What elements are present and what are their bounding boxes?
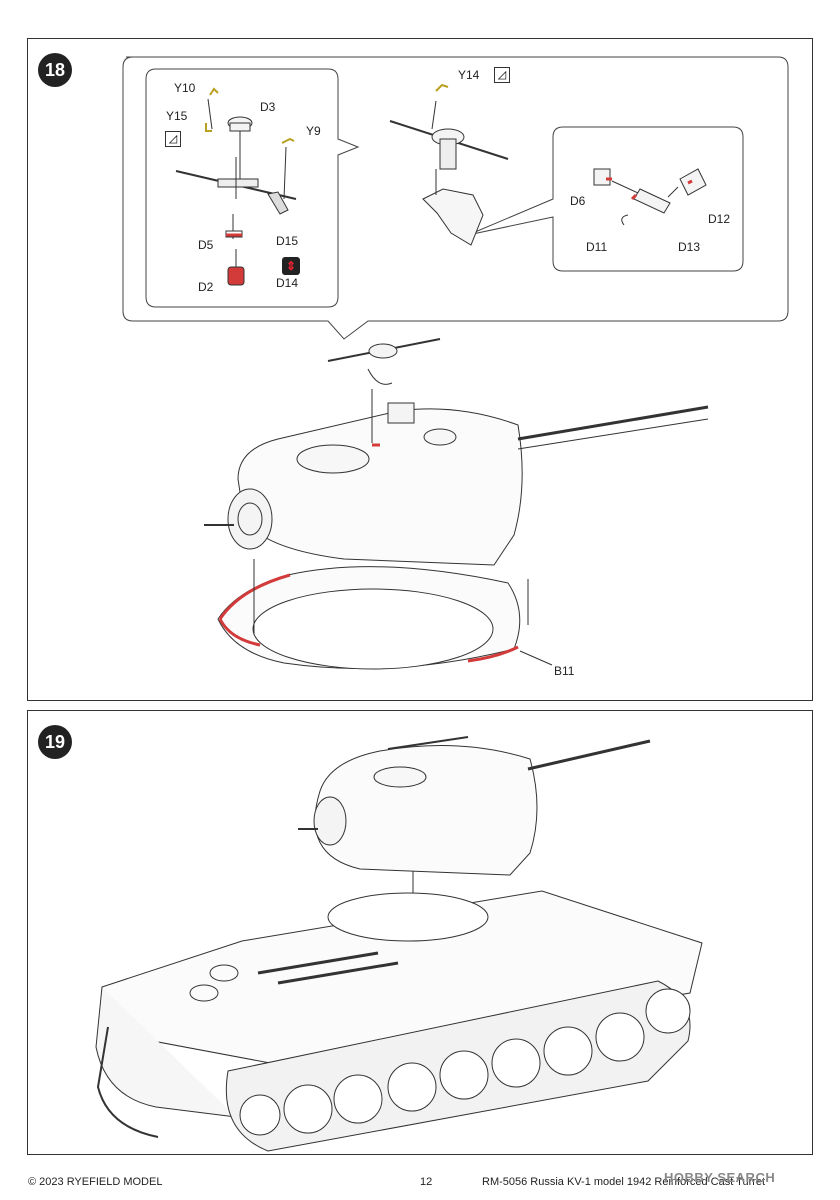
label-y10: Y10 <box>174 81 196 95</box>
machine-gun-mount-assembly <box>389 83 509 246</box>
glue-icon: ◿ <box>494 67 510 83</box>
label-b11: B11 <box>554 664 575 678</box>
turret-drawing-18 <box>204 338 709 566</box>
label-d13: D13 <box>678 240 700 254</box>
step-19-drawing <box>95 736 703 1152</box>
label-d6: D6 <box>570 194 586 208</box>
label-d11: D11 <box>586 240 607 254</box>
swap-icon: ⇕ <box>282 257 300 275</box>
label-d2: D2 <box>198 280 214 294</box>
machine-gun-parts-left <box>175 87 297 286</box>
turret-ring-b11 <box>217 559 553 670</box>
bracket-parts-right <box>593 168 707 226</box>
label-d14: D14 <box>276 276 298 290</box>
hull-drawing <box>95 890 703 1152</box>
road-wheels <box>239 988 691 1136</box>
sub-callout-right <box>467 126 744 272</box>
glue-icon: ◿ <box>165 131 181 147</box>
label-d3: D3 <box>260 100 276 114</box>
page-number: 12 <box>420 1176 433 1188</box>
watermark: HOBBY SEARCH <box>664 1170 776 1185</box>
step-18-panel: 18 Y10 Y15 D3 Y <box>27 38 813 701</box>
footer-product-name: RM-5056 Russia KV-1 model 1942 Reinforce… <box>482 1176 766 1188</box>
step-number-badge: 19 <box>38 725 72 759</box>
step-number-badge: 18 <box>38 53 72 87</box>
label-d15: D15 <box>276 234 298 248</box>
footer-copyright: © 2023 RYEFIELD MODEL <box>28 1176 163 1188</box>
label-y14: Y14 <box>458 68 480 82</box>
label-y9: Y9 <box>306 124 321 138</box>
label-d5: D5 <box>198 238 214 252</box>
label-d12: D12 <box>708 212 730 226</box>
label-y15: Y15 <box>166 109 188 123</box>
turret-drawing-19 <box>298 736 651 925</box>
step-19-panel: 19 <box>27 710 813 1155</box>
step-18-drawing: Y10 Y15 D3 Y9 D5 D15 D2 D14 Y14 <box>122 56 789 678</box>
